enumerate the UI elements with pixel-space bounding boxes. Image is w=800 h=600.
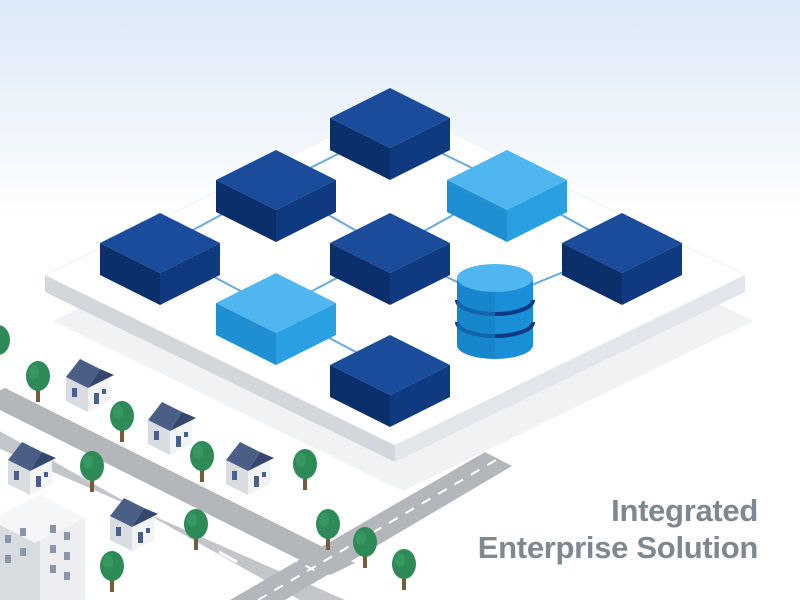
caption-line-1: Integrated — [611, 493, 758, 528]
town — [0, 325, 416, 600]
caption: Integrated Enterprise Solution — [477, 492, 759, 566]
tree-icon — [26, 361, 50, 402]
server-blocks — [100, 88, 682, 427]
server-block-icon — [330, 88, 450, 180]
house-icon — [66, 359, 114, 412]
road-network — [0, 388, 512, 600]
caption-line-2: Enterprise Solution — [477, 530, 759, 565]
platform — [43, 104, 753, 491]
database-icon — [455, 264, 535, 359]
